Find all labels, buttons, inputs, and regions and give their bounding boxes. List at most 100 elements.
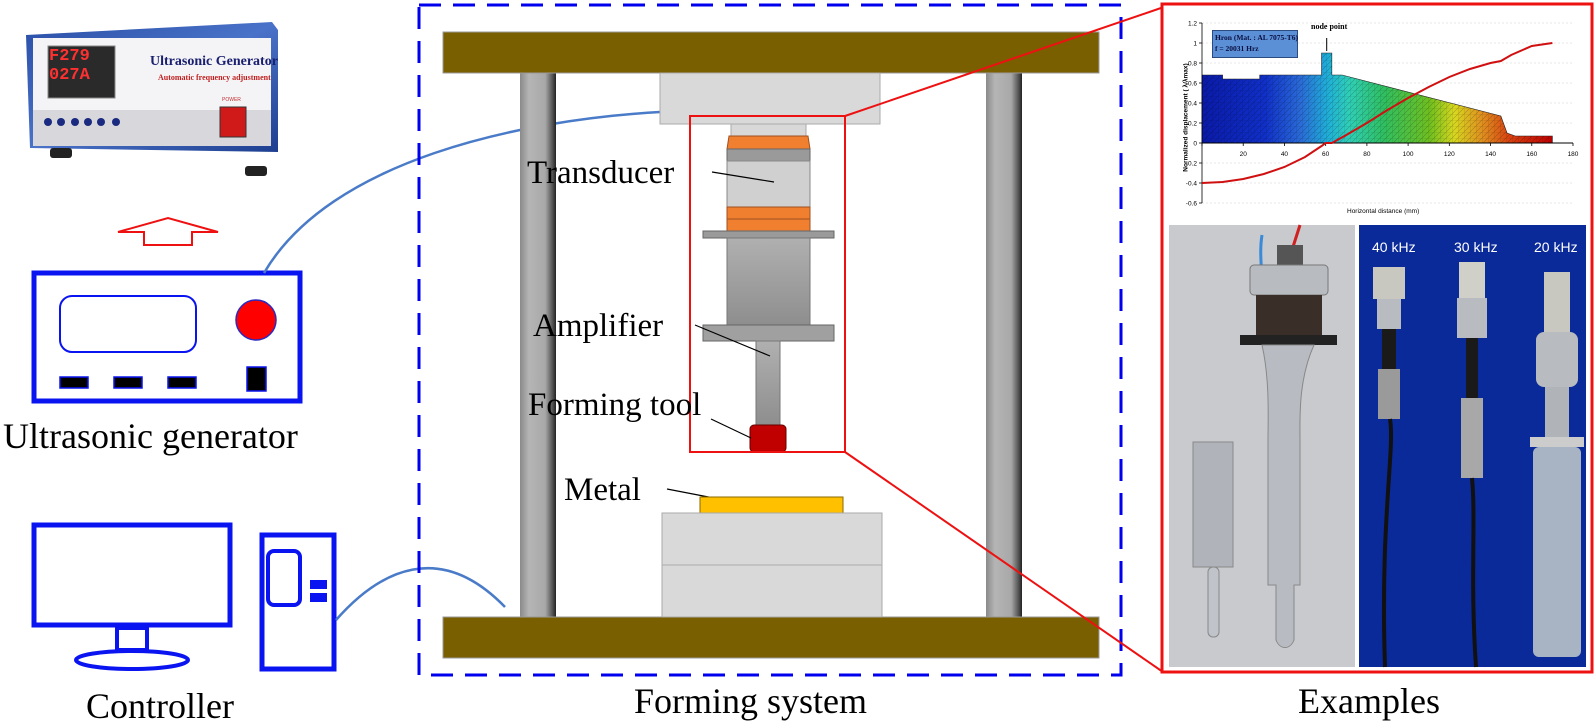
generator-foot bbox=[245, 166, 267, 176]
examples-caption: Examples bbox=[1298, 681, 1440, 721]
lower-die-upper bbox=[661, 512, 883, 566]
horn-20k-body bbox=[1533, 447, 1581, 657]
chart-x-tick-label: 140 bbox=[1485, 151, 1496, 158]
transducer-flange bbox=[702, 230, 835, 239]
generator-foot bbox=[50, 148, 72, 158]
tower-slot bbox=[310, 580, 327, 589]
metal-sheet bbox=[699, 496, 844, 514]
chart-x-tick-label: 60 bbox=[1322, 151, 1330, 158]
lower-die-lower bbox=[661, 564, 883, 618]
generator-button bbox=[112, 118, 120, 126]
tower-drive bbox=[266, 549, 302, 607]
forming-tool-tip bbox=[749, 424, 787, 453]
power-switch-label: POWER bbox=[222, 97, 241, 103]
top-frame-bar bbox=[442, 31, 1100, 74]
orange-ring bbox=[726, 135, 811, 150]
chart-y-tick-label: 1 bbox=[1193, 41, 1197, 48]
tower-slot bbox=[310, 593, 327, 602]
monitor-outline-icon bbox=[31, 522, 233, 628]
right-pillar bbox=[986, 72, 1022, 619]
chart-y-tick-label: 0.8 bbox=[1188, 61, 1197, 68]
chart-y-tick-label: 1.2 bbox=[1188, 21, 1197, 28]
chart-x-tick-label: 100 bbox=[1403, 151, 1414, 158]
generator-slot bbox=[59, 376, 89, 389]
node-point-label: node point bbox=[1311, 22, 1348, 31]
horn-30k-neck bbox=[1457, 298, 1487, 338]
generator-slot bbox=[167, 376, 197, 389]
horn-coil bbox=[1256, 295, 1322, 335]
horn-body bbox=[1261, 344, 1315, 648]
chart-y-tick-label: -0.2 bbox=[1186, 161, 1198, 168]
forming-tool-leader-line bbox=[710, 418, 752, 439]
horn-30k-shaft bbox=[1466, 338, 1478, 398]
annotation-line-1: Hron (Mat. : AL 7075-T6) bbox=[1215, 33, 1298, 42]
transducer-band bbox=[726, 148, 811, 162]
displacement-series-line bbox=[1201, 42, 1553, 184]
chart-x-tick-label: 120 bbox=[1444, 151, 1455, 158]
horn-40k-tip bbox=[1373, 267, 1405, 299]
horn-40k-body bbox=[1378, 369, 1400, 419]
photo-label-20khz: 20 kHz bbox=[1534, 239, 1578, 255]
photo-label-30khz: 30 kHz bbox=[1454, 239, 1498, 255]
generator-power-switch bbox=[219, 106, 247, 138]
generator-brand-subtitle: Automatic frequency adjustment bbox=[158, 73, 271, 82]
controller-cable bbox=[335, 567, 506, 621]
callout-line-bottom bbox=[844, 451, 1164, 673]
monitor-base bbox=[74, 649, 190, 671]
small-horn-tip bbox=[1207, 566, 1220, 638]
tool-shaft bbox=[755, 340, 781, 426]
horn-30k-body bbox=[1461, 398, 1483, 478]
monitor-neck bbox=[115, 626, 149, 652]
horn-photo-grey bbox=[1169, 224, 1355, 667]
generator-caption: Ultrasonic generator bbox=[3, 416, 298, 456]
chart-y-tick-label: -0.6 bbox=[1186, 201, 1198, 208]
horn-40k-cable bbox=[1381, 418, 1394, 668]
generator-switch bbox=[246, 366, 267, 392]
orange-ring bbox=[726, 206, 811, 220]
chart-ylabel: Normalized displacement ( λ/λmax) bbox=[1182, 63, 1190, 172]
small-horn-body bbox=[1192, 441, 1234, 568]
generator-screen bbox=[59, 295, 197, 353]
chart-y-tick-label: 0.6 bbox=[1188, 81, 1197, 88]
horn-40k-shaft bbox=[1382, 329, 1396, 369]
generator-photo bbox=[26, 22, 278, 176]
horn-20k-tip bbox=[1544, 272, 1570, 332]
horn-fe-mesh bbox=[1202, 53, 1553, 143]
generator-schematic bbox=[31, 270, 303, 404]
display-line-1: F279 bbox=[49, 47, 90, 66]
chart-y-tick-label: 0 bbox=[1193, 141, 1197, 148]
chart-x-tick-label: 40 bbox=[1281, 151, 1289, 158]
horn-30k-cable bbox=[1470, 477, 1478, 668]
chart-y-tick-label: -0.4 bbox=[1186, 181, 1198, 188]
left-pillar bbox=[520, 72, 556, 619]
chart-x-tick-label: 80 bbox=[1363, 151, 1371, 158]
controller-schematic bbox=[31, 522, 337, 672]
arrow-up-icon bbox=[117, 216, 219, 246]
chart-x-tick-label: 20 bbox=[1240, 151, 1248, 158]
generator-button bbox=[71, 118, 79, 126]
horn-20k-shaft bbox=[1545, 387, 1569, 437]
generator-button bbox=[57, 118, 65, 126]
horn-40k-neck bbox=[1377, 299, 1401, 329]
chart-annotation-box: Hron (Mat. : AL 7075-T6) f = 20031 Hrz bbox=[1212, 30, 1298, 58]
amplifier-label: Amplifier bbox=[533, 308, 664, 344]
metal-label: Metal bbox=[564, 472, 641, 508]
generator-knob bbox=[235, 299, 277, 341]
transducer-label: Transducer bbox=[527, 155, 675, 191]
chart-xlabel: Horizontal distance (mm) bbox=[1347, 208, 1420, 215]
generator-button bbox=[97, 118, 105, 126]
generator-display bbox=[47, 45, 116, 99]
generator-brand-title: Ultrasonic Generator bbox=[150, 54, 278, 69]
controller-caption: Controller bbox=[86, 686, 234, 726]
amplifier-flange bbox=[702, 324, 835, 342]
photo-label-40khz: 40 kHz bbox=[1372, 239, 1416, 255]
callout-line-top bbox=[844, 7, 1162, 117]
generator-slot bbox=[113, 376, 143, 389]
horn-cap bbox=[1249, 264, 1329, 296]
horn-20k-neck bbox=[1536, 332, 1578, 387]
annotation-line-2: f = 20031 Hrz bbox=[1215, 44, 1259, 53]
horn-flange bbox=[1240, 335, 1337, 345]
generator-cable bbox=[262, 110, 661, 274]
